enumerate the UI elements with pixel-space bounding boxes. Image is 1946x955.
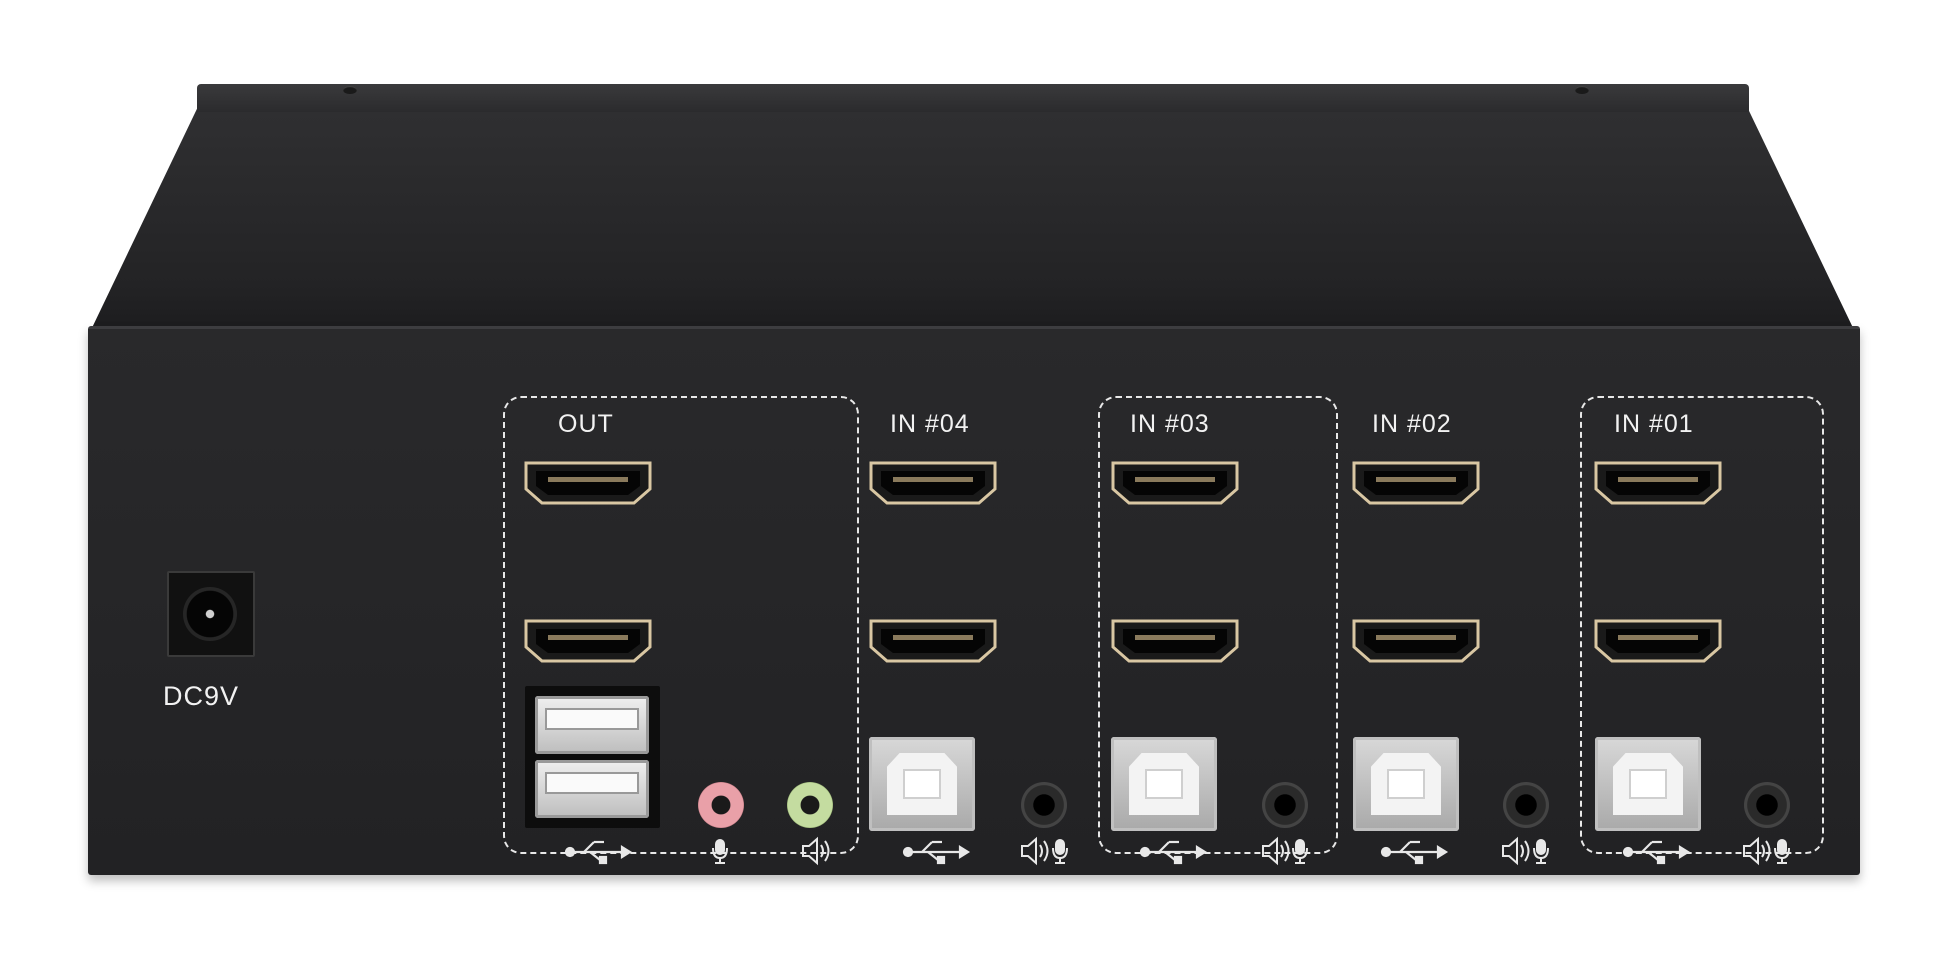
- usb-a-dual-port: [525, 686, 660, 828]
- audio-jack-in4: [1021, 782, 1067, 828]
- speaker-icon: [1743, 836, 1771, 866]
- audio-jack-in2: [1503, 782, 1549, 828]
- speaker-icon: [1262, 836, 1290, 866]
- usb-a-port-bottom: [535, 760, 649, 818]
- speaker-icon: [1502, 836, 1530, 866]
- out-label: OUT: [558, 410, 614, 438]
- hdmi-port-in3-bottom: [1109, 617, 1241, 665]
- hdmi-port-in2-bottom: [1350, 617, 1482, 665]
- in3-group-outline: [1098, 396, 1338, 854]
- hdmi-port-in3-top: [1109, 459, 1241, 507]
- mic-icon: [1774, 839, 1790, 864]
- audio-jack-in3: [1262, 782, 1308, 828]
- mic-jack: [698, 782, 744, 828]
- usb-b-port-in4: [869, 737, 975, 831]
- mic-icon: [1533, 839, 1549, 864]
- power-label: DC9V: [163, 681, 240, 711]
- audio-jack-in1: [1744, 782, 1790, 828]
- speaker-icon: [802, 836, 830, 866]
- usb-icon: [564, 840, 633, 865]
- usb-icon: [1622, 840, 1691, 865]
- chassis-top: [90, 100, 1855, 332]
- hdmi-port-in4-top: [867, 459, 999, 507]
- screw: [1575, 86, 1589, 94]
- hdmi-port-in2-top: [1350, 459, 1482, 507]
- chassis-top-edge: [197, 84, 1749, 112]
- out-group-outline: [503, 396, 859, 854]
- in1-group-outline: [1580, 396, 1824, 854]
- hdmi-port-in4-bottom: [867, 617, 999, 665]
- hdmi-port-in1-bottom: [1592, 617, 1724, 665]
- in4-label: IN #04: [890, 410, 970, 438]
- in3-label: IN #03: [1130, 410, 1210, 438]
- hdmi-port-in1-top: [1592, 459, 1724, 507]
- mic-icon: [1052, 839, 1068, 864]
- dc-power-port: [167, 571, 255, 657]
- hdmi-port-out-top: [522, 459, 654, 507]
- speaker-icon: [1021, 836, 1049, 866]
- hdmi-port-out-bottom: [522, 617, 654, 665]
- mic-icon: [1292, 839, 1308, 864]
- usb-icon: [902, 840, 971, 865]
- usb-b-port-in3: [1111, 737, 1217, 831]
- in1-label: IN #01: [1614, 410, 1694, 438]
- usb-icon: [1380, 840, 1449, 865]
- screw: [343, 86, 357, 94]
- dc-power-hole: [183, 587, 237, 641]
- in2-label: IN #02: [1372, 410, 1452, 438]
- usb-b-port-in1: [1595, 737, 1701, 831]
- usb-a-port-top: [535, 696, 649, 754]
- line-out-jack: [787, 782, 833, 828]
- usb-icon: [1139, 840, 1208, 865]
- usb-b-port-in2: [1353, 737, 1459, 831]
- mic-icon: [712, 839, 728, 864]
